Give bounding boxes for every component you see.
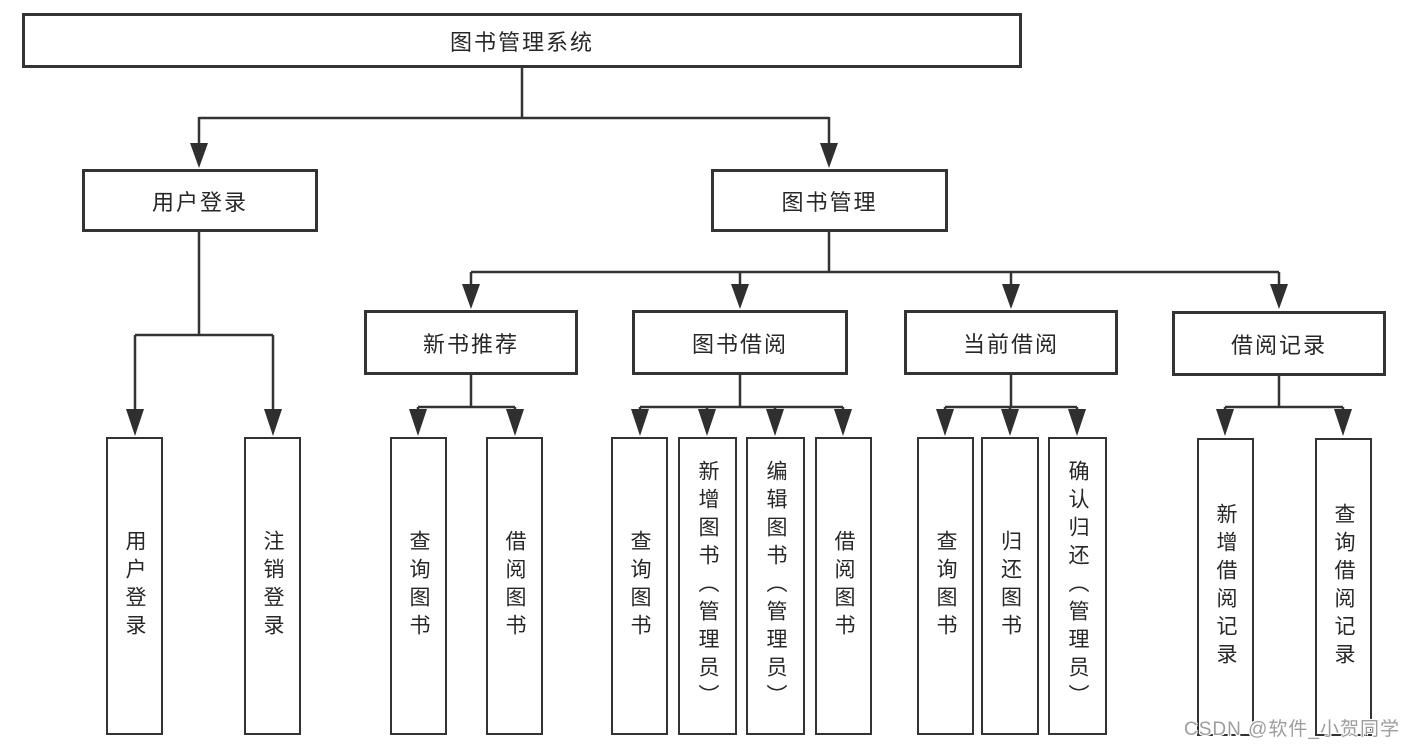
leaf-label: 确认归还（管理员） — [1066, 460, 1089, 712]
node-current-borrow: 当前借阅 — [904, 310, 1118, 375]
leaf-label: 新增图书（管理员） — [696, 460, 719, 712]
node-book-management: 图书管理 — [711, 169, 948, 232]
node-borrow-record: 借阅记录 — [1172, 311, 1386, 376]
arrowhead-icons — [126, 143, 1352, 436]
leaf-label: 查询图书 — [407, 530, 430, 642]
leaf-return-book: 归还图书 — [981, 437, 1039, 735]
leaf-add-book-admin: 新增图书（管理员） — [678, 437, 737, 735]
connector-paths — [133, 66, 1345, 412]
node-new-book-recommend: 新书推荐 — [364, 310, 578, 375]
node-label: 图书借阅 — [691, 331, 788, 357]
leaf-label: 注销登录 — [261, 530, 284, 642]
leaf-add-borrow-record: 新增借阅记录 — [1197, 438, 1254, 736]
leaf-recommend-query-book: 查询图书 — [390, 437, 447, 735]
node-label: 当前借阅 — [962, 331, 1059, 357]
leaf-label: 用户登录 — [123, 530, 146, 642]
leaf-label: 编辑图书（管理员） — [764, 460, 787, 712]
node-root-system: 图书管理系统 — [22, 13, 1022, 68]
leaf-label: 新增借阅记录 — [1214, 503, 1237, 671]
leaf-label: 借阅图书 — [832, 530, 855, 642]
node-label: 图书管理 — [781, 189, 878, 215]
leaf-label: 查询图书 — [934, 530, 957, 642]
leaf-borrow-query-book: 查询图书 — [611, 437, 668, 735]
leaf-label: 借阅图书 — [503, 530, 526, 642]
leaf-logout-login: 注销登录 — [244, 437, 301, 735]
leaf-recommend-borrow-book: 借阅图书 — [486, 437, 543, 735]
node-label: 借阅记录 — [1230, 332, 1327, 358]
leaf-label: 查询借阅记录 — [1332, 503, 1355, 671]
node-user-login: 用户登录 — [82, 169, 318, 232]
node-label: 图书管理系统 — [449, 29, 594, 55]
leaf-user-login: 用户登录 — [106, 437, 163, 735]
csdn-watermark: CSDN @软件_小贺同学 — [1184, 719, 1400, 740]
node-label: 新书推荐 — [422, 331, 519, 357]
node-book-borrow: 图书借阅 — [632, 310, 848, 375]
leaf-current-query-book: 查询图书 — [917, 437, 974, 735]
leaf-confirm-return-admin: 确认归还（管理员） — [1048, 437, 1107, 735]
leaf-query-borrow-record: 查询借阅记录 — [1315, 438, 1372, 736]
leaf-label: 查询图书 — [628, 530, 651, 642]
leaf-borrow-book: 借阅图书 — [815, 437, 872, 735]
leaf-edit-book-admin: 编辑图书（管理员） — [746, 437, 805, 735]
node-label: 用户登录 — [151, 189, 248, 215]
leaf-label: 归还图书 — [998, 530, 1022, 642]
